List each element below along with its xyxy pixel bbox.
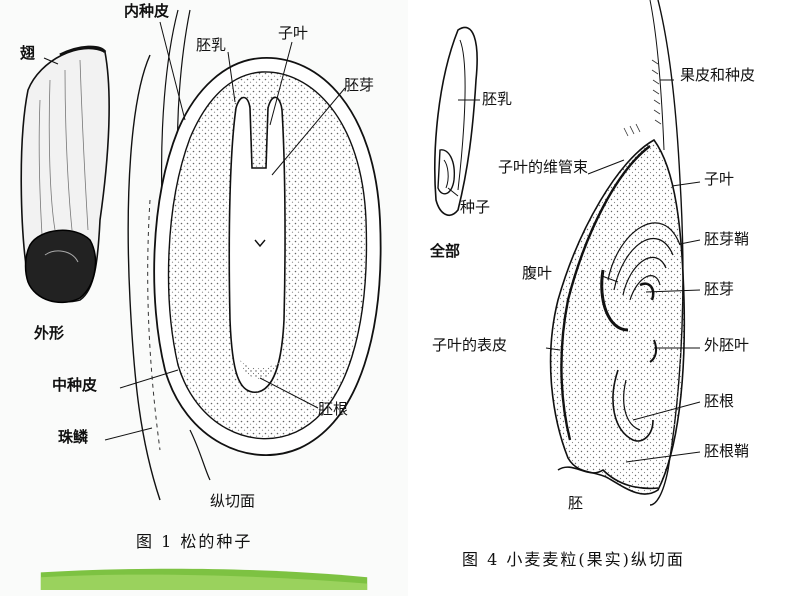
- label-plumule: 胚芽: [344, 78, 374, 93]
- label-embryo: 胚: [568, 496, 583, 511]
- label-seed: 种子: [460, 200, 490, 215]
- label-cotyledon: 子叶: [704, 172, 734, 187]
- panel-gap: [408, 0, 418, 596]
- label-scale: 珠鳞: [58, 430, 88, 445]
- seed-section: [154, 58, 380, 455]
- wheat-grain-figure: 果皮和种皮 胚乳 子叶的维管束 种子 子叶 全部 胚芽鞘 腹叶 胚芽 子叶的表皮…: [418, 0, 794, 596]
- pine-seed-figure: 翅 内种皮 胚乳 子叶 胚芽 外形 中种皮 珠鳞 胚根 纵切面 图 1 松的种子: [0, 0, 408, 596]
- whole-grain-shape: [435, 27, 477, 215]
- green-decorative-band: [0, 566, 408, 590]
- label-cotyledon-epidermis: 子叶的表皮: [432, 338, 507, 353]
- label-radicle: 胚根: [704, 394, 734, 409]
- label-external-form: 外形: [34, 326, 64, 341]
- wheat-grain-drawing: [418, 0, 794, 596]
- label-middle-seed-coat: 中种皮: [52, 378, 97, 393]
- grain-section: [551, 0, 685, 505]
- label-cotyledon: 子叶: [278, 26, 308, 41]
- label-ventral-leaf: 腹叶: [522, 266, 552, 281]
- label-coleorhiza: 胚根鞘: [704, 444, 749, 459]
- caption-figure-1: 图 1 松的种子: [136, 528, 252, 552]
- label-radicle: 胚根: [318, 402, 348, 417]
- external-form-shape: [21, 47, 109, 302]
- label-epiblast: 外胚叶: [704, 338, 749, 353]
- label-inner-seed-coat: 内种皮: [124, 4, 169, 19]
- label-coleoptile: 胚芽鞘: [704, 232, 749, 247]
- label-pericarp-and-seed-coat: 果皮和种皮: [680, 68, 755, 83]
- pericarp-hatching: [624, 60, 661, 136]
- label-plumule: 胚芽: [704, 282, 734, 297]
- label-whole-endosperm: 胚乳: [482, 92, 512, 107]
- label-wing: 翅: [20, 46, 35, 61]
- label-whole: 全部: [430, 244, 460, 259]
- label-longitudinal-section: 纵切面: [210, 494, 255, 509]
- label-endosperm: 胚乳: [196, 38, 226, 53]
- caption-figure-4: 图 4 小麦麦粒(果实)纵切面: [462, 546, 685, 570]
- label-cotyledon-vascular-bundle: 子叶的维管束: [498, 160, 588, 175]
